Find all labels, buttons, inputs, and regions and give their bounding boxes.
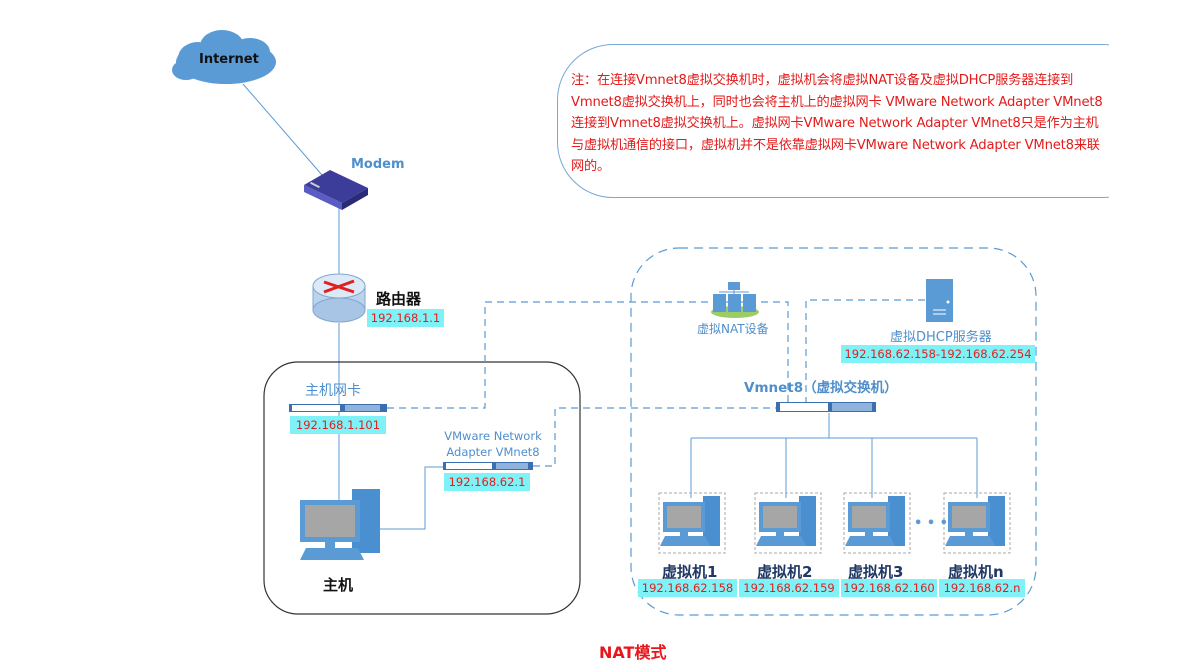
router-icon — [312, 273, 366, 323]
vm-3-label: 虚拟机3 — [848, 563, 904, 581]
link-internet-modem — [242, 83, 323, 176]
note-text: 注：在连接Vmnet8虚拟交换机时，虚拟机会将虚拟NAT设备及虚拟DHCP服务器… — [571, 73, 1103, 175]
note-bubble — [557, 44, 1109, 198]
link-dhcp-switch — [805, 299, 925, 402]
router-label: 路由器 — [376, 290, 422, 308]
vmnet8-switch-icon — [776, 402, 876, 412]
vm-2-label: 虚拟机2 — [757, 563, 813, 581]
host-computer-icon — [300, 489, 380, 560]
vm-computer-icon — [943, 492, 1011, 554]
modem-icon — [304, 170, 368, 210]
host-label: 主机 — [323, 576, 354, 594]
vm-n-label: 虚拟机n — [948, 563, 1004, 581]
vm-n-ip: 192.168.62.n — [939, 579, 1025, 597]
nat-device-icon — [711, 282, 759, 318]
vm-1-ip: 192.168.62.158 — [638, 579, 737, 597]
host-nic-ip: 192.168.1.101 — [290, 416, 386, 434]
virtual-network-region — [630, 247, 1037, 616]
vm-computer-icon — [754, 492, 822, 554]
vmnet8-adapter-label-1: VMware Network — [444, 429, 542, 443]
vmnet8-adapter-label-2: Adapter VMnet8 — [446, 445, 540, 459]
dhcp-server-icon — [926, 279, 953, 322]
vm-computer-icon — [658, 492, 726, 554]
host-box — [263, 361, 581, 615]
vm-3-ip: 192.168.62.160 — [841, 579, 937, 597]
router-ip: 192.168.1.1 — [367, 309, 444, 327]
host-nic-label: 主机网卡 — [305, 383, 361, 399]
vm-2-ip: 192.168.62.159 — [739, 579, 839, 597]
nat-device-label: 虚拟NAT设备 — [697, 322, 769, 336]
host-nic-icon — [289, 404, 387, 412]
internet-label: Internet — [199, 52, 259, 67]
dhcp-ip-range: 192.168.62.158-192.168.62.254 — [841, 345, 1035, 363]
vm-1-label: 虚拟机1 — [662, 563, 718, 581]
ellipsis: • • • — [914, 516, 948, 531]
vmnet8-adapter-icon — [443, 462, 533, 470]
vm-computer-icon — [843, 492, 911, 554]
diagram-title: NAT模式 — [599, 643, 667, 662]
modem-label: Modem — [351, 157, 405, 172]
switch-label: Vmnet8（虚拟交换机） — [744, 380, 898, 396]
link-host-vmnet8-adapter — [380, 466, 445, 530]
link-host-nic-nat — [387, 301, 789, 409]
vmnet8-adapter-ip: 192.168.62.1 — [444, 473, 530, 491]
dhcp-server-label: 虚拟DHCP服务器 — [890, 330, 992, 345]
link-vmnet8-adapter-switch — [533, 407, 776, 467]
internet-cloud-icon — [172, 30, 276, 84]
